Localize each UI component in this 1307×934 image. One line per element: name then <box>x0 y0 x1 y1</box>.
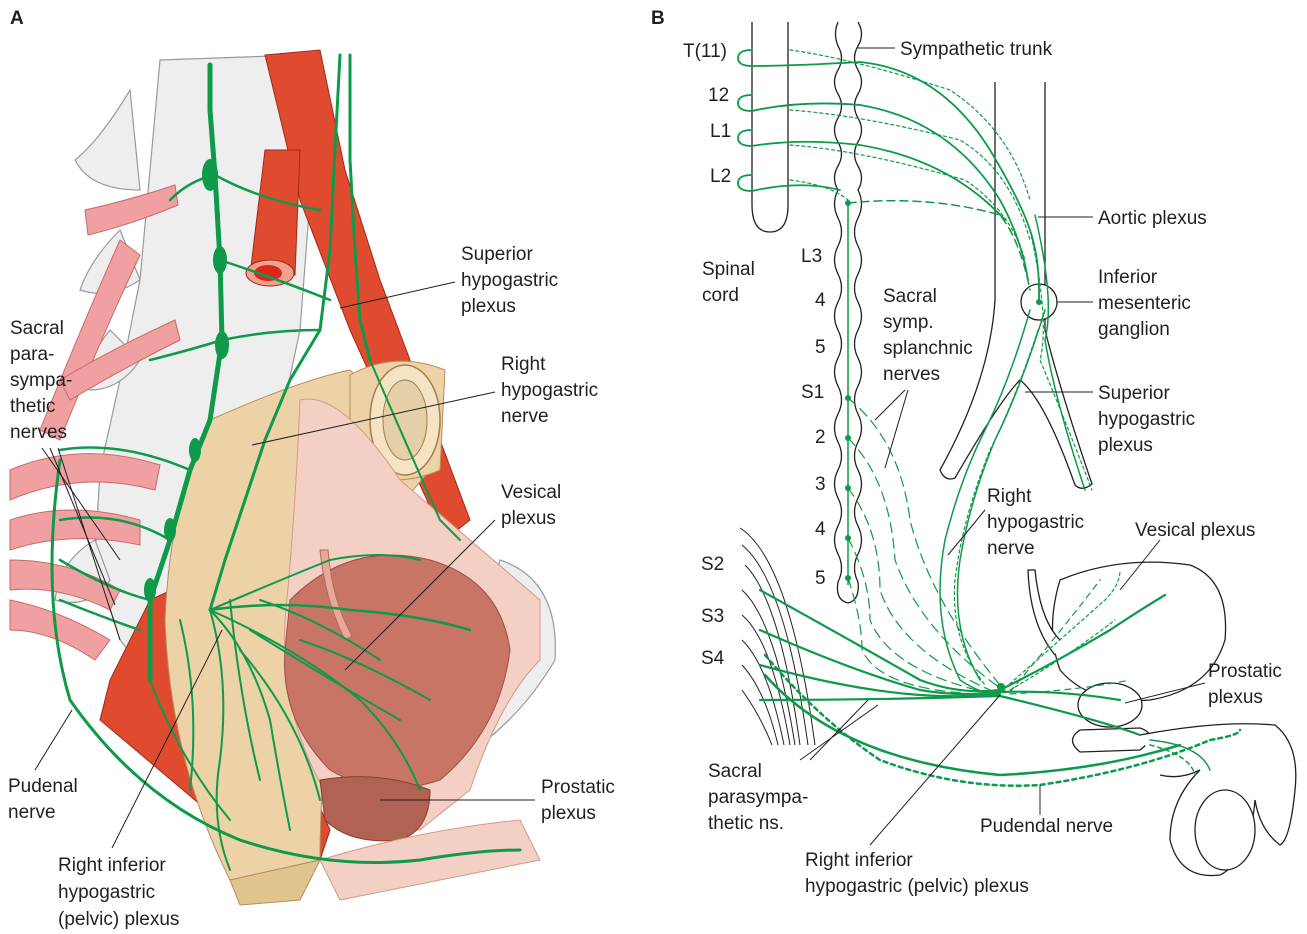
label-prostatic-a1: Prostatic <box>541 777 615 798</box>
label-inf-mesenteric-1: Inferior <box>1098 267 1158 288</box>
seg-l5: 5 <box>815 337 826 358</box>
label-right-inferior-b2: hypogastric (pelvic) plexus <box>805 876 1029 897</box>
seg-s3: 3 <box>815 474 826 495</box>
label-aortic-plexus: Aortic plexus <box>1098 208 1207 229</box>
seg-l3: L3 <box>801 246 822 267</box>
panel-b-letter: B <box>651 8 665 29</box>
seg-left-s3: S3 <box>701 606 724 627</box>
panel-a-letter: A <box>10 8 24 29</box>
label-vesical-b: Vesical plexus <box>1135 520 1255 541</box>
label-sacral-parasym-b1: Sacral <box>708 761 762 782</box>
seg-t11: T(11) <box>683 41 727 62</box>
label-sacral-parasym-a1: Sacral <box>10 318 64 339</box>
seg-l2: L2 <box>710 166 731 187</box>
label-sacral-parasym-a2: para- <box>10 344 54 365</box>
seg-s4: 4 <box>815 519 826 540</box>
label-right-hypogastric-a2: hypogastric <box>501 380 598 401</box>
label-superior-hypogastric-a2: hypogastric <box>461 270 558 291</box>
seg-s2: 2 <box>815 427 826 448</box>
label-spinal-cord-2: cord <box>702 285 739 306</box>
label-sacral-parasym-a5: nerves <box>10 422 67 443</box>
label-sacral-splanchnic-2: symp. <box>883 312 934 333</box>
label-inf-mesenteric-3: ganglion <box>1098 319 1170 340</box>
seg-l4: 4 <box>815 290 826 311</box>
aorta <box>940 82 1092 488</box>
label-right-hypogastric-b1: Right <box>987 486 1032 507</box>
label-sacral-splanchnic-4: nerves <box>883 364 940 385</box>
seg-s1: S1 <box>801 382 824 403</box>
label-right-inferior-a3: (pelvic) plexus <box>58 909 179 930</box>
label-vesical-a2: plexus <box>501 508 556 529</box>
label-right-hypogastric-a3: nerve <box>501 406 549 427</box>
label-sacral-parasym-b3: thetic ns. <box>708 813 784 834</box>
label-prostatic-a2: plexus <box>541 803 596 824</box>
seg-left-s2: S2 <box>701 554 724 575</box>
panel-b: B <box>651 8 1296 897</box>
label-sacral-splanchnic-1: Sacral <box>883 286 937 307</box>
label-sacral-parasym-a4: thetic <box>10 396 55 417</box>
label-sup-hypogastric-b3: plexus <box>1098 435 1153 456</box>
label-right-hypogastric-b3: nerve <box>987 538 1035 559</box>
label-vesical-a1: Vesical <box>501 482 561 503</box>
label-sacral-splanchnic-3: splanchnic <box>883 338 973 359</box>
label-prostatic-b1: Prostatic <box>1208 661 1282 682</box>
label-sacral-parasym-b2: parasympa- <box>708 787 808 808</box>
label-prostatic-b2: plexus <box>1208 687 1263 708</box>
label-pudendal-b: Pudendal nerve <box>980 816 1113 837</box>
label-sympathetic-trunk: Sympathetic trunk <box>900 39 1053 60</box>
label-spinal-cord-1: Spinal <box>702 259 755 280</box>
label-right-hypogastric-a1: Right <box>501 354 546 375</box>
label-sacral-parasym-a3: sympa- <box>10 370 72 391</box>
label-sup-hypogastric-b1: Superior <box>1098 383 1170 404</box>
label-right-inferior-a1: Right inferior <box>58 855 166 876</box>
seg-left-s4: S4 <box>701 648 725 669</box>
spinal-cord <box>752 22 788 232</box>
label-right-inferior-a2: hypogastric <box>58 882 155 903</box>
label-right-inferior-b1: Right inferior <box>805 850 913 871</box>
label-right-hypogastric-b2: hypogastric <box>987 512 1084 533</box>
label-superior-hypogastric-a1: Superior <box>461 244 533 265</box>
panel-a: A <box>8 8 615 930</box>
seg-s5: 5 <box>815 568 826 589</box>
label-pudenal-a2: nerve <box>8 802 56 823</box>
seg-l1: L1 <box>710 121 731 142</box>
label-superior-hypogastric-a3: plexus <box>461 296 516 317</box>
label-sup-hypogastric-b2: hypogastric <box>1098 409 1195 430</box>
label-pudenal-a1: Pudenal <box>8 776 78 797</box>
seg-t12: 12 <box>708 85 729 106</box>
label-inf-mesenteric-2: mesenteric <box>1098 293 1191 314</box>
